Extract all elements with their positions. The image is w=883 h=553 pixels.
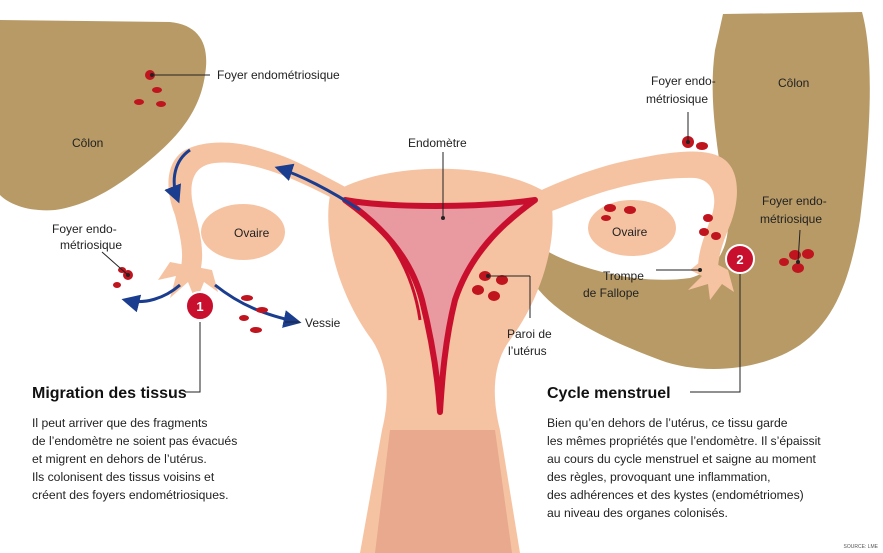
label-focus-right-2: métriosique xyxy=(760,212,822,226)
label-ovary-right: Ovaire xyxy=(612,225,648,239)
migration-text: Il peut arriver que des fragments de l’e… xyxy=(32,416,237,502)
badge-step-2-number: 2 xyxy=(736,252,743,267)
cycle-line: les mêmes propriétés que l’endomètre. Il… xyxy=(547,434,821,448)
label-focus-top-right-2: métriosique xyxy=(646,92,708,106)
migration-line: Il peut arriver que des fragments xyxy=(32,416,207,430)
label-uterus-wall-1: Paroi de xyxy=(507,327,552,341)
label-uterus-wall-2: l’utérus xyxy=(508,344,547,358)
label-tube-1: Trompe xyxy=(603,269,644,283)
cycle-line: des règles, provoquant une inflammation, xyxy=(547,470,771,484)
migration-title: Migration des tissus xyxy=(32,385,187,402)
badge-step-1: 1 xyxy=(186,292,214,320)
label-bladder: Vessie xyxy=(305,316,341,330)
badge-step-2: 2 xyxy=(726,245,754,273)
cycle-line: au niveau des organes colonisés. xyxy=(547,506,728,520)
label-focus-top-left: Foyer endométriosique xyxy=(217,68,340,82)
source-credit: SOURCE: LME xyxy=(844,544,879,550)
arrow-to-bladder xyxy=(215,285,298,322)
cycle-line: au cours du cycle menstruel et saigne au… xyxy=(547,452,817,466)
badge-step-1-number: 1 xyxy=(196,299,203,314)
migration-line: Ils colonisent des tissus voisins et xyxy=(32,470,215,484)
migration-line: de l’endomètre ne soient pas évacués xyxy=(32,434,237,448)
cycle-title: Cycle menstruel xyxy=(547,385,671,402)
cycle-line: Bien qu’en dehors de l’utérus, ce tissu … xyxy=(547,416,788,430)
cycle-line: des adhérences et des kystes (endométrio… xyxy=(547,488,804,502)
label-focus-left-2: métriosique xyxy=(60,238,122,252)
label-endometrium: Endomètre xyxy=(408,136,467,150)
label-focus-right-1: Foyer endo- xyxy=(762,194,827,208)
foci-top-right xyxy=(682,136,708,150)
migration-line: et migrent en dehors de l’utérus. xyxy=(32,452,207,466)
label-colon-right: Côlon xyxy=(778,76,809,90)
vagina xyxy=(375,430,512,553)
label-colon-left: Côlon xyxy=(72,136,103,150)
label-focus-left-1: Foyer endo- xyxy=(52,222,117,236)
cycle-text: Bien qu’en dehors de l’utérus, ce tissu … xyxy=(547,416,821,520)
migration-line: créent des foyers endométriosiques. xyxy=(32,488,228,502)
label-tube-2: de Fallope xyxy=(583,286,639,300)
label-focus-top-right-1: Foyer endo- xyxy=(651,74,716,88)
label-ovary-left: Ovaire xyxy=(234,226,270,240)
